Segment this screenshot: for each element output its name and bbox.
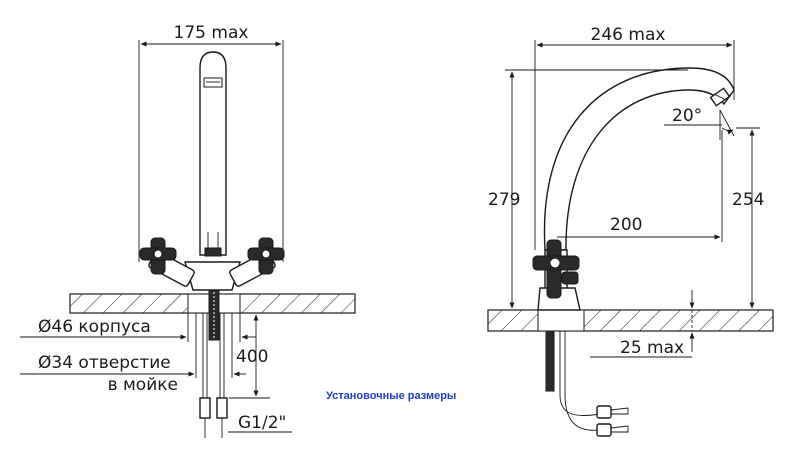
hose-length-label: 400 bbox=[236, 347, 268, 367]
body-diameter-label: Ø46 корпуса bbox=[38, 317, 151, 337]
front-view: 175 max bbox=[20, 23, 356, 438]
sink-hole-label-line2: в мойке bbox=[108, 375, 178, 395]
spout-angle-label: 20° bbox=[672, 106, 702, 126]
total-height-label: 279 bbox=[488, 190, 520, 210]
side-view: 246 max 279 bbox=[487, 25, 774, 437]
front-width-label: 175 max bbox=[174, 23, 249, 43]
side-faucet-body bbox=[532, 67, 735, 437]
side-countertop bbox=[487, 309, 774, 332]
thread-size-label: G1/2" bbox=[238, 413, 286, 433]
drawing-caption: Установочные размеры bbox=[326, 390, 456, 402]
spout-reach-label: 200 bbox=[610, 215, 642, 235]
countertop-thickness-label: 25 max bbox=[620, 338, 684, 358]
sink-hole-label-line1: Ø34 отверстие bbox=[38, 353, 171, 373]
reach-width-label: 246 max bbox=[591, 25, 666, 45]
front-faucet-body bbox=[139, 51, 285, 438]
spout-height-label: 254 bbox=[732, 190, 764, 210]
